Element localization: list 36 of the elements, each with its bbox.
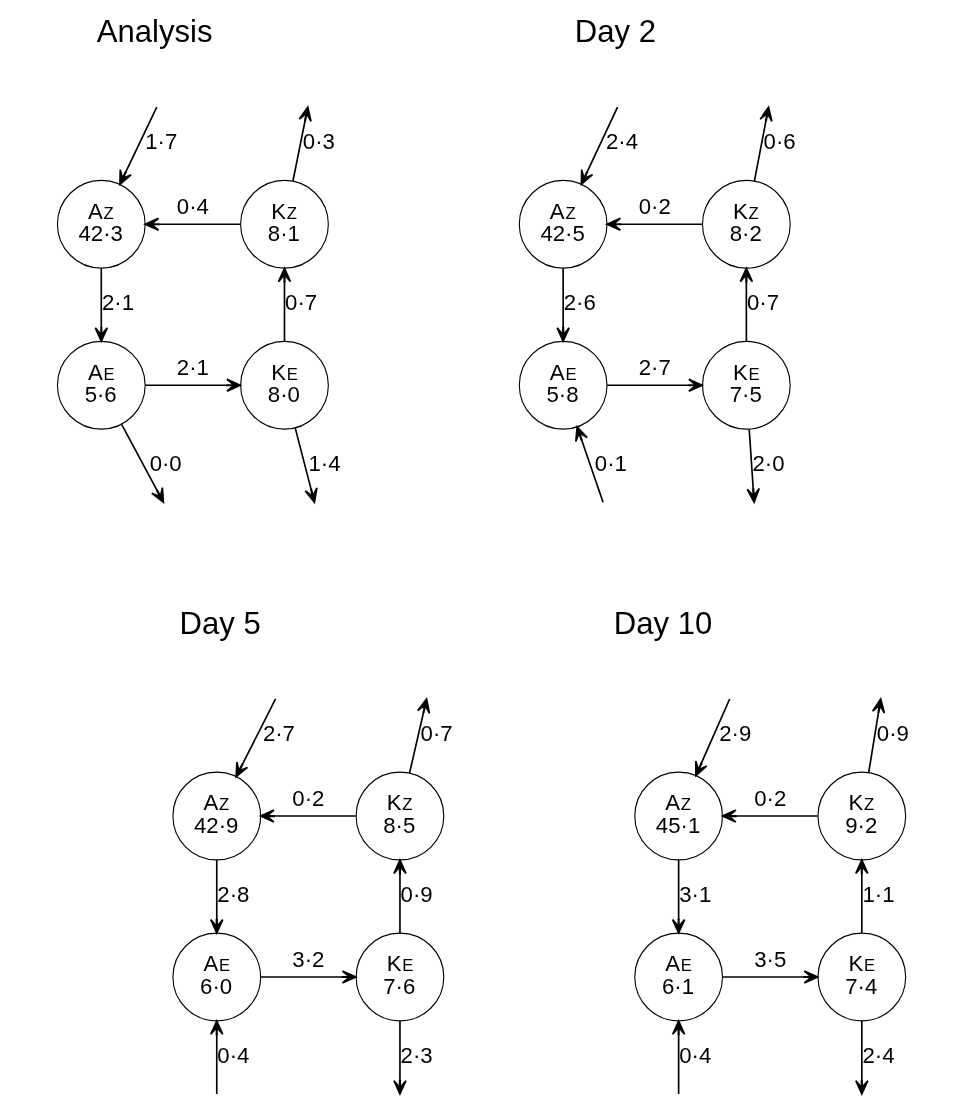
edge-label: 0·7 xyxy=(746,290,780,316)
edge-label: 3·5 xyxy=(754,947,787,973)
edge-label: 0·2 xyxy=(292,786,325,812)
edge-label: 0·9 xyxy=(400,882,433,908)
edge-label: 3·1 xyxy=(679,882,712,908)
edge-label: 2·8 xyxy=(217,882,250,908)
edge-label: 0·0 xyxy=(149,451,182,477)
edge-label: 0·3 xyxy=(302,129,335,155)
edge-label: 2·7 xyxy=(262,721,295,747)
edge-label: 1·4 xyxy=(308,451,341,477)
edge-label: 0·9 xyxy=(876,721,909,747)
label: Day 10 xyxy=(613,605,713,641)
edge-label: 0·7 xyxy=(420,721,453,747)
edge-label: 0·2 xyxy=(754,786,787,812)
edge-label: 0·6 xyxy=(763,129,796,155)
edge-label: 2·0 xyxy=(752,451,785,477)
label: Day 2 xyxy=(574,14,656,50)
edge-label: 3·2 xyxy=(292,947,325,973)
edge-label: 0·4 xyxy=(217,1043,250,1069)
edge-label: 0·1 xyxy=(594,451,627,477)
edge-label: 0·2 xyxy=(638,194,671,220)
edge-label: 2·3 xyxy=(400,1043,433,1069)
label: Analysis xyxy=(96,14,213,50)
edge-label: 0·4 xyxy=(176,194,209,220)
edge-label: 2·7 xyxy=(638,355,671,381)
edge-label: 0·4 xyxy=(679,1043,712,1069)
edge-label: 2·1 xyxy=(101,290,134,316)
edge-label: 2·6 xyxy=(563,290,596,316)
edge-label: 0·7 xyxy=(285,290,318,316)
edge-label: 1·1 xyxy=(862,882,895,908)
edge-label: 2·9 xyxy=(719,721,752,747)
edge-label: 2·1 xyxy=(176,355,209,381)
edge-label: 2·4 xyxy=(862,1043,895,1069)
edge-label: 2·4 xyxy=(605,129,639,155)
label: Day 5 xyxy=(179,605,261,641)
edge-label: 1·7 xyxy=(145,129,178,155)
